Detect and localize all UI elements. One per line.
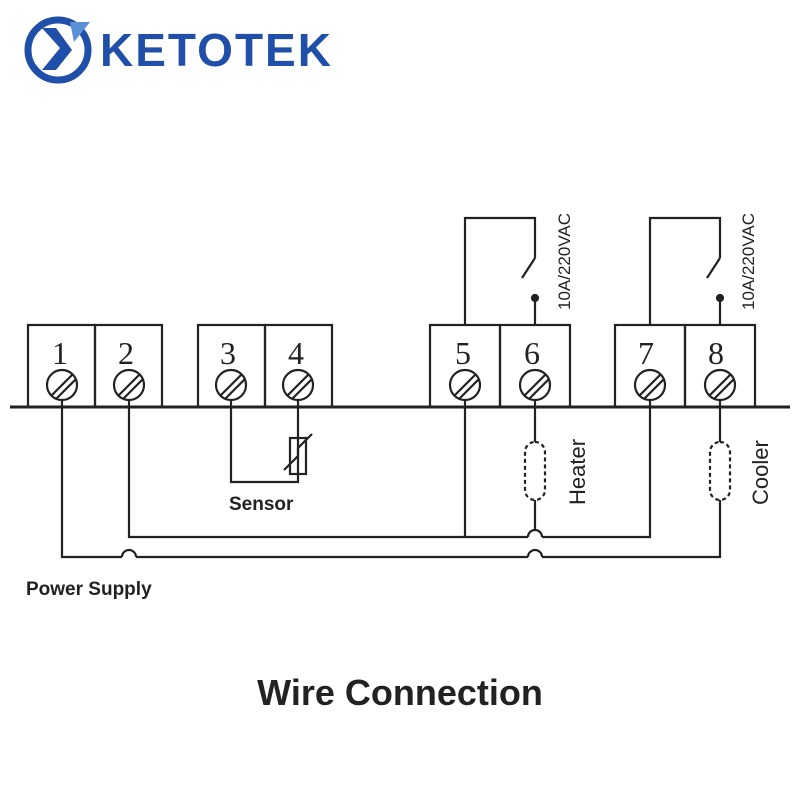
screw-icon (214, 368, 248, 402)
terminal-number: 7 (638, 335, 654, 371)
diagram-caption: Wire Connection (257, 672, 543, 713)
terminal-number: 6 (524, 335, 540, 371)
terminal-number: 5 (455, 335, 471, 371)
ketotek-logo-mark (24, 16, 92, 84)
screw-icon (45, 368, 79, 402)
terminal-number: 4 (288, 335, 304, 371)
cooler-relay-contact (648, 216, 725, 325)
power-supply-label: Power Supply (26, 579, 152, 600)
power-supply-wiring (60, 400, 722, 559)
terminal-number: 1 (52, 335, 68, 371)
cooler-relay-rating: 10A/220VAC (739, 213, 758, 310)
heater-load (523, 400, 547, 530)
screw-icon (633, 368, 667, 402)
cooler-label: Cooler (748, 440, 773, 505)
screw-icon (112, 368, 146, 402)
terminal-number: 2 (118, 335, 134, 371)
screw-icon (703, 368, 737, 402)
terminal-number: 3 (220, 335, 236, 371)
heater-relay-rating: 10A/220VAC (555, 213, 574, 310)
cooler-load (708, 400, 732, 502)
brand-name: KETOTEK (100, 24, 333, 76)
heater-relay-contact (463, 216, 540, 325)
ketotek-logo: KETOTEK (24, 16, 333, 84)
screw-icon (281, 368, 315, 402)
heater-label: Heater (565, 439, 590, 505)
terminal-number: 8 (708, 335, 724, 371)
screw-icon (518, 368, 552, 402)
sensor-wiring (229, 400, 313, 484)
sensor-label: Sensor (229, 494, 294, 515)
screw-icon (448, 368, 482, 402)
